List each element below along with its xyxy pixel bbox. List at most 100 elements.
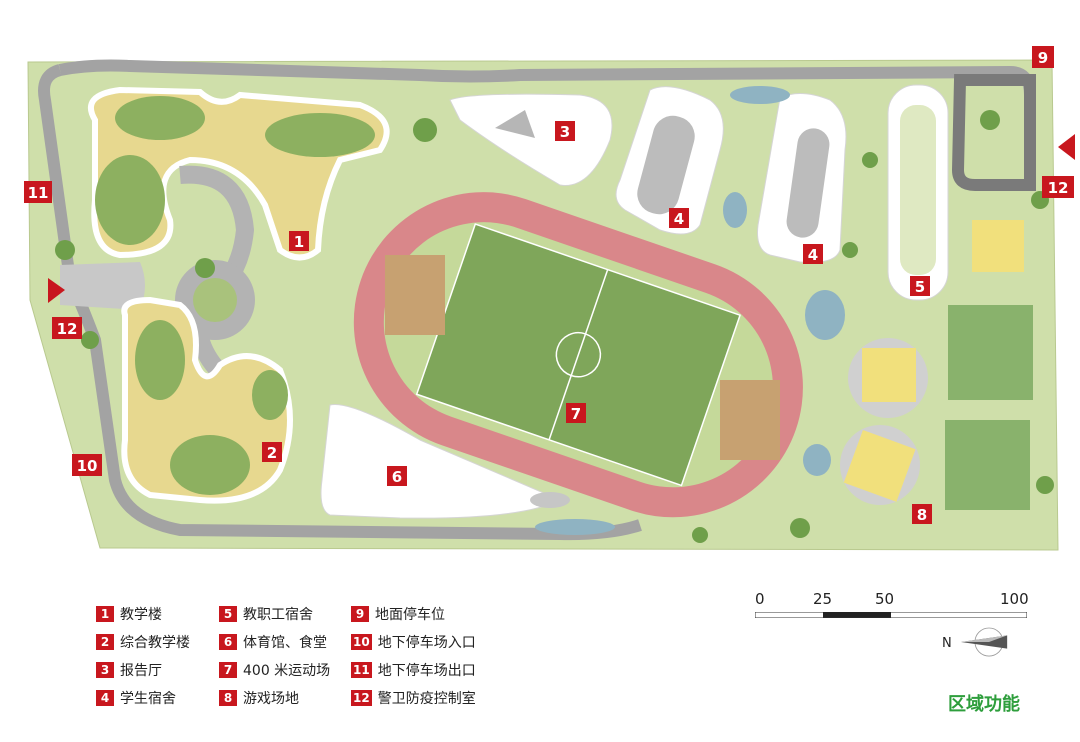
marker-4-west: 4 [669,208,689,228]
track-field [353,192,803,518]
marker-10: 10 [72,454,102,476]
play-basketball-courts [948,305,1033,400]
legend-item: 7 400 米运动场 [219,656,330,684]
legend-number: 9 [351,606,369,622]
scale-bar: 0 25 50 100 [755,590,1030,630]
pitch-halfway-line [548,269,609,441]
west-entrance-plaza [60,262,145,310]
lawn-patch [95,155,165,245]
lawn-patch [170,435,250,495]
marker-number: 9 [1038,49,1048,67]
compass-icon [960,627,1008,657]
legend-item: 8 游戏场地 [219,684,330,712]
marker-7: 7 [566,403,586,423]
campus-site-plan: 1 2 3 4 4 5 6 7 8 9 10 11 [24,46,1075,551]
tree [1036,476,1054,494]
lawn-patch [265,113,375,157]
marker-1: 1 [289,231,309,251]
legend-label: 学生宿舍 [120,691,176,707]
marker-badge [912,504,932,524]
marker-8: 8 [912,504,932,524]
legend-item: 12 警卫防疫控制室 [351,684,476,712]
marker-badge [669,208,689,228]
scale-label: 100 [1000,590,1029,608]
legend-label: 报告厅 [120,663,162,679]
marker-number: 7 [571,405,581,423]
roundabout-island [193,278,237,322]
marker-9: 9 [1032,46,1054,68]
marker-badge [289,231,309,251]
marker-3: 3 [555,121,575,141]
east-entrance-arrow-icon [1058,134,1075,160]
pond [535,519,615,535]
tree [842,242,858,258]
lawn-patch [252,370,288,420]
legend-number: 7 [219,662,237,678]
tree [980,110,1000,130]
scale-segment-filled [823,612,891,618]
marker-12-east: 12 [1042,176,1074,198]
west-entrance-arrow-icon [48,278,65,303]
legend-label: 游戏场地 [243,691,299,707]
marker-number: 3 [560,123,570,141]
pond [805,290,845,340]
tree [55,240,75,260]
legend-number: 8 [219,690,237,706]
marker-number: 12 [1048,179,1069,197]
legend-number: 11 [351,662,372,678]
tree [692,527,708,543]
scale-label: 50 [875,590,895,608]
legend-label: 400 米运动场 [243,663,331,679]
marker-badge [24,181,52,203]
pond [803,444,831,476]
marker-badge [910,276,930,296]
building-5-garden [900,105,936,275]
marker-badge [555,121,575,141]
marker-6: 6 [387,466,407,486]
play-court-yellow [972,220,1024,272]
pitch-center-circle [555,331,602,378]
parking-loop [951,74,1036,191]
building-3-void [495,110,535,138]
marker-number: 12 [57,320,78,338]
tree [790,518,810,538]
pond [723,192,747,228]
legend-label: 教学楼 [120,607,162,623]
tree [413,118,437,142]
map-caption: 区域功能 [948,694,1020,715]
legend-number: 12 [351,690,372,706]
legend-label: 警卫防疫控制室 [377,691,476,707]
marker-badge [1032,46,1054,68]
pond [730,86,790,104]
legend-label: 地面停车位 [375,607,445,623]
marker-badge [262,442,282,462]
marker-11: 11 [24,181,52,203]
legend-number: 2 [96,634,114,650]
marker-badge [72,454,102,476]
marker-number: 2 [267,444,277,462]
legend-number: 10 [351,634,372,650]
marker-badge [1042,176,1074,198]
building-6 [320,403,562,519]
marker-number: 8 [917,506,927,524]
marker-number: 6 [392,468,402,486]
north-arrow: N [942,622,1022,662]
marker-number: 4 [808,246,818,264]
infield-basketball-court [385,255,445,335]
tree [862,152,878,168]
legend-label: 教职工宿舍 [243,607,313,623]
building-3 [449,93,613,186]
play-court-yellow [862,348,916,402]
play-court-yellow [843,430,916,502]
